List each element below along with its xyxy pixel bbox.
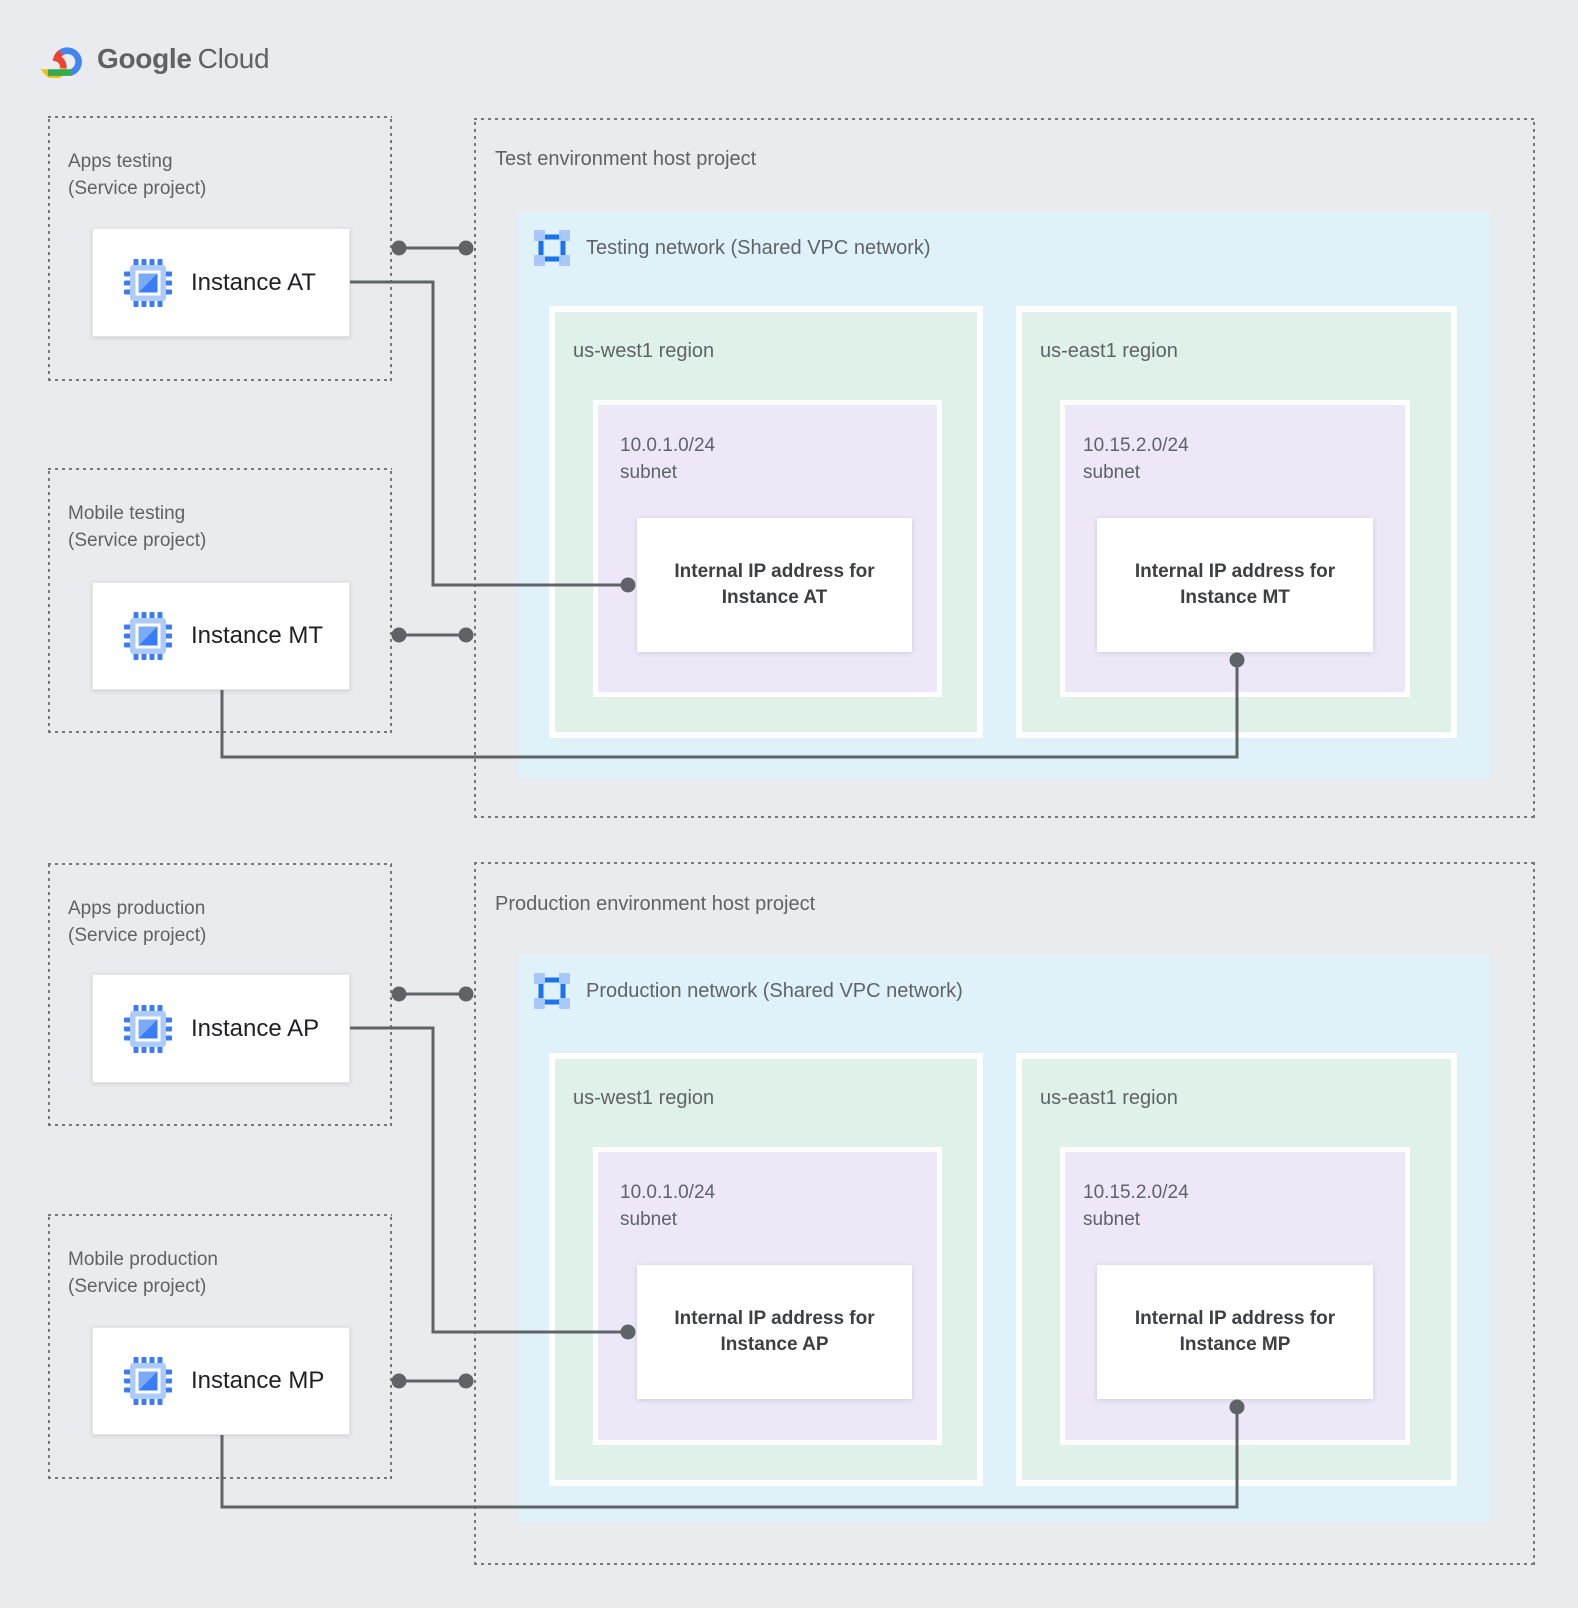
ip-line1: Internal IP address for [674, 561, 875, 582]
subnet-label: 10.0.1.0/24 subnet [620, 1179, 715, 1233]
project-type: (Service project) [68, 530, 207, 551]
internal-ip-box-mt: Internal IP address for Instance MT [1097, 518, 1373, 652]
ip-line2: Instance AP [720, 1334, 829, 1355]
ip-line1: Internal IP address for [1134, 561, 1336, 582]
service-project-label: Apps production (Service project) [48, 863, 392, 949]
connector-dot [391, 240, 407, 256]
service-project-label: Mobile testing (Service project) [48, 468, 392, 554]
ip-line2: Instance AT [721, 587, 828, 608]
region-label: us-east1 region [1040, 1087, 1178, 1109]
connector-dot [391, 986, 407, 1002]
ip-line1: Internal IP address for [674, 1308, 875, 1329]
network-label: Testing network (Shared VPC network) [586, 237, 931, 259]
subnet-label: 10.15.2.0/24 subnet [1083, 432, 1189, 486]
connector-dot [391, 1373, 407, 1389]
subnet-cidr: 10.15.2.0/24 [1083, 435, 1189, 456]
instance-card-at: Instance AT [92, 228, 350, 337]
project-type: (Service project) [68, 178, 207, 199]
internal-ip-label: Internal IP address for Instance MT [1135, 559, 1335, 611]
connector-dot [458, 1373, 474, 1389]
project-type: (Service project) [68, 1276, 207, 1297]
subnet-word: subnet [1083, 1209, 1141, 1230]
ip-line2: Instance MP [1179, 1334, 1291, 1355]
instance-label: Instance AP [191, 1014, 320, 1042]
subnet-label: 10.15.2.0/24 subnet [1083, 1179, 1189, 1233]
subnet-cidr: 10.0.1.0/24 [620, 435, 716, 456]
instance-card-ap: Instance AP [92, 974, 350, 1083]
subnet-cidr: 10.15.2.0/24 [1083, 1182, 1189, 1203]
subnet-word: subnet [1083, 462, 1141, 483]
connector-dot [458, 627, 474, 643]
service-project-label: Apps testing (Service project) [48, 116, 392, 202]
ip-line2: Instance MT [1180, 587, 1290, 608]
compute-engine-icon [124, 1357, 172, 1405]
logo-brand: Google [97, 43, 192, 74]
host-project-title: Test environment host project [495, 148, 757, 170]
logo-product: Cloud [197, 43, 270, 74]
internal-ip-label: Internal IP address for Instance AP [674, 1306, 874, 1358]
instance-label: Instance MT [191, 622, 324, 649]
compute-engine-icon [124, 258, 172, 307]
instance-card-mp: Instance MP [92, 1327, 350, 1435]
ip-line1: Internal IP address for [1134, 1308, 1336, 1329]
internal-ip-box-at: Internal IP address for Instance AT [637, 518, 912, 652]
connector-dot [458, 240, 474, 256]
connector-dot [458, 986, 474, 1002]
compute-engine-icon [124, 1004, 172, 1053]
region-label: us-west1 region [573, 340, 715, 362]
google-cloud-logo-icon [40, 47, 82, 78]
network-label: Production network (Shared VPC network) [586, 980, 963, 1002]
vpc-network-icon [534, 973, 570, 1009]
internal-ip-box-mp: Internal IP address for Instance MP [1097, 1265, 1373, 1399]
internal-ip-label: Internal IP address for Instance MP [1135, 1306, 1335, 1358]
subnet-word: subnet [620, 462, 678, 483]
region-label: us-west1 region [573, 1087, 715, 1109]
service-project-label: Mobile production (Service project) [48, 1214, 392, 1300]
subnet-word: subnet [620, 1209, 678, 1230]
internal-ip-box-ap: Internal IP address for Instance AP [637, 1265, 912, 1399]
instance-label: Instance MP [191, 1367, 325, 1394]
instance-card-mt: Instance MT [92, 582, 350, 690]
subnet-label: 10.0.1.0/24 subnet [620, 432, 715, 486]
compute-engine-icon [124, 612, 172, 660]
vpc-network-icon [534, 230, 570, 266]
host-project-title: Production environment host project [495, 893, 816, 915]
project-name: Apps production [68, 898, 206, 919]
project-name: Mobile testing [68, 503, 186, 524]
region-label: us-east1 region [1040, 340, 1178, 362]
project-name: Apps testing [68, 151, 173, 172]
instance-label: Instance AT [191, 268, 316, 296]
project-name: Mobile production [68, 1249, 218, 1270]
internal-ip-label: Internal IP address for Instance AT [674, 559, 874, 611]
project-type: (Service project) [68, 925, 207, 946]
subnet-cidr: 10.0.1.0/24 [620, 1182, 716, 1203]
connector-dot [391, 627, 407, 643]
